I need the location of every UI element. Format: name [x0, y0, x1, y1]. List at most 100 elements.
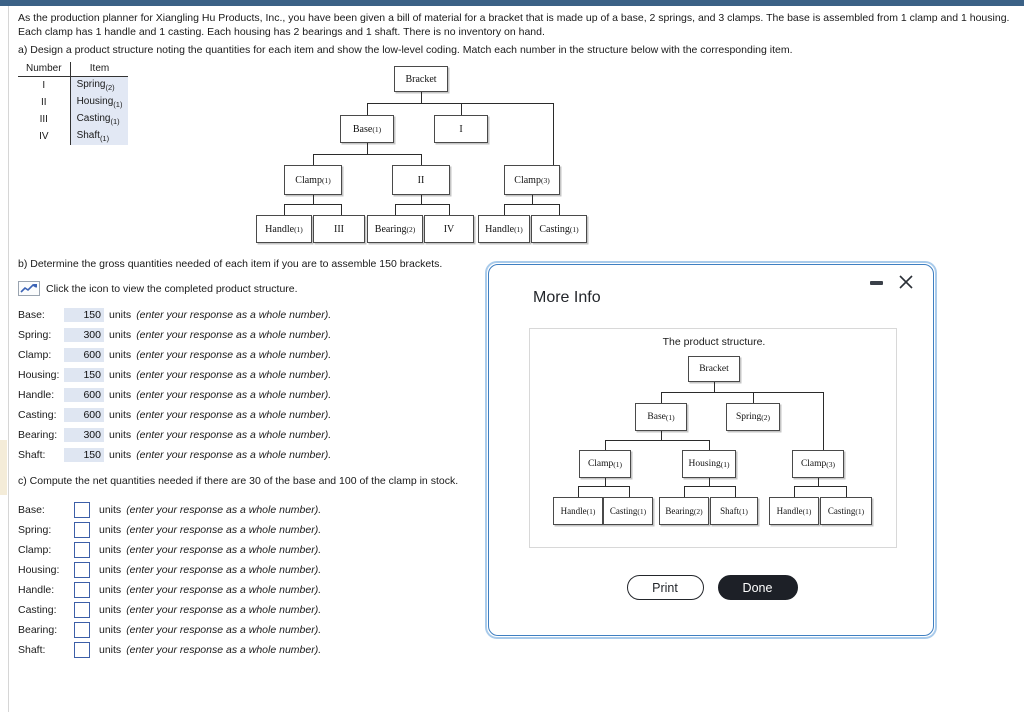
done-button[interactable]: Done [717, 575, 798, 600]
answer-units: units [109, 409, 132, 421]
answer-input[interactable] [74, 522, 90, 538]
answer-label: Housing: [18, 369, 60, 381]
answer-note: (enter your response as a whole number). [136, 309, 332, 321]
tree-connector [684, 486, 685, 497]
close-icon[interactable] [897, 273, 915, 291]
answer-units: units [99, 624, 122, 636]
tree-connector [421, 92, 422, 103]
tree-connector [794, 486, 795, 497]
answer-units: units [99, 604, 122, 616]
tree-node-base: Base(1) [340, 115, 394, 143]
tree-connector [823, 392, 824, 450]
answer-label: Handle: [18, 389, 55, 401]
answer-input[interactable] [74, 542, 90, 558]
line-chart-icon[interactable] [18, 281, 40, 296]
tree-connector [578, 486, 579, 497]
answer-input[interactable] [74, 602, 90, 618]
answer-units: units [99, 584, 122, 596]
row-item: Casting(1) [70, 111, 129, 128]
answer-value[interactable]: 300 [64, 328, 104, 342]
tree-connector [313, 154, 314, 165]
gross-quantities-list: Base: 150 units (enter your response as a w… [18, 305, 331, 465]
tree-connector [313, 195, 314, 204]
answer-label: Base: [18, 309, 45, 321]
tree-connector [661, 431, 662, 440]
tree-connector [735, 486, 736, 497]
tree-node-shaft: Shaft(1) [710, 497, 758, 525]
answer-value[interactable]: 600 [64, 348, 104, 362]
answer-note: (enter your response as a whole number). [136, 329, 332, 341]
tree-connector [818, 478, 819, 486]
answer-row: Handle: 600 units (enter your response as a… [18, 385, 331, 405]
row-item: Spring(2) [70, 76, 129, 94]
answer-input[interactable] [74, 502, 90, 518]
row-number: II [18, 94, 71, 111]
answer-note: (enter your response as a whole number). [136, 409, 332, 421]
answer-note: (enter your response as a whole number). [126, 504, 322, 516]
tree-connector [684, 486, 735, 487]
answer-input[interactable] [74, 622, 90, 638]
answer-units: units [109, 369, 132, 381]
tree-connector [709, 478, 710, 486]
question-b-text: b) Determine the gross quantities needed… [18, 258, 443, 270]
answer-row: Shaft:units(enter your response as a who… [18, 640, 321, 660]
answer-input[interactable] [74, 562, 90, 578]
answer-label: Clamp: [18, 349, 52, 361]
answer-input[interactable] [74, 642, 90, 658]
tree-connector [753, 392, 754, 403]
tree-connector [421, 154, 422, 165]
answer-value[interactable]: 150 [64, 448, 104, 462]
tree-node-bearing: Bearing(2) [659, 497, 709, 525]
tree-connector [461, 103, 462, 115]
tree-connector [367, 143, 368, 154]
row-item: Shaft(1) [70, 128, 129, 145]
tree-connector [421, 195, 422, 204]
tree-node-casting2: Casting(1) [531, 215, 587, 243]
tree-connector [605, 440, 709, 441]
tree-node-handle2: Handle(1) [769, 497, 819, 525]
tree-connector [714, 382, 715, 392]
dialog-outer-glow [485, 261, 937, 639]
answer-value[interactable]: 150 [64, 368, 104, 382]
answer-note: (enter your response as a whole number). [136, 389, 332, 401]
answer-label: Casting: [18, 604, 57, 616]
answer-label: Shaft: [18, 644, 46, 656]
tree-node-handle2: Handle(1) [478, 215, 530, 243]
tree-connector [709, 440, 710, 450]
answer-value[interactable]: 150 [64, 308, 104, 322]
answer-units: units [109, 349, 132, 361]
answer-row: Bearing:units(enter your response as a w… [18, 620, 321, 640]
answer-row: Casting:units(enter your response as a w… [18, 600, 321, 620]
print-button[interactable]: Print [626, 575, 704, 600]
tree-node-casting2: Casting(1) [820, 497, 872, 525]
answer-units: units [109, 389, 132, 401]
row-number: I [18, 76, 71, 94]
tree-connector [661, 392, 823, 393]
table-header-item: Item [70, 62, 129, 77]
answer-units: units [99, 504, 122, 516]
minimize-icon[interactable] [870, 281, 883, 285]
tree-connector [395, 204, 396, 215]
tree-node-bracket: Bracket [394, 66, 448, 92]
tree-node-bracket: Bracket [688, 356, 740, 382]
answer-input[interactable] [74, 582, 90, 598]
answer-units: units [109, 309, 132, 321]
tree-connector [367, 103, 368, 115]
tree-node-handle1: Handle(1) [553, 497, 603, 525]
answer-value[interactable]: 300 [64, 428, 104, 442]
tree-node-base: Base(1) [635, 403, 687, 431]
tree-connector [532, 195, 533, 204]
net-quantities-list: Base:units(enter your response as a whol… [18, 500, 321, 660]
row-number: III [18, 111, 71, 128]
answer-value[interactable]: 600 [64, 408, 104, 422]
more-info-dialog: More Info The product structure. Bracket… [488, 264, 934, 636]
answer-value[interactable]: 600 [64, 388, 104, 402]
answer-units: units [99, 644, 122, 656]
